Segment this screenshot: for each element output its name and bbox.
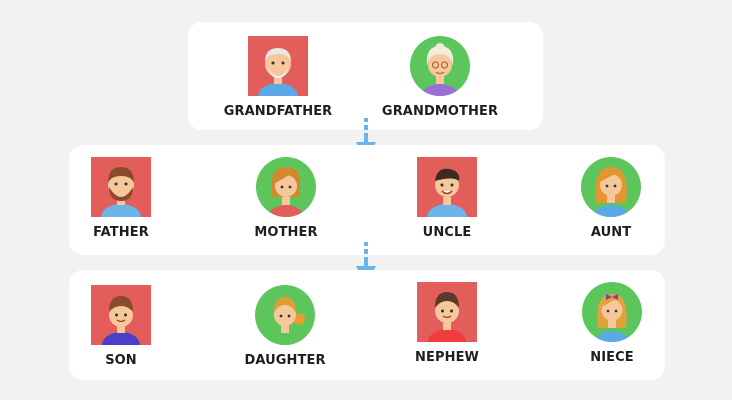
member-grandmother: GRANDMOTHER bbox=[375, 36, 505, 136]
grandfather-avatar-icon bbox=[248, 36, 308, 96]
mother-avatar-icon bbox=[256, 157, 316, 217]
grandparents-panel: GRANDFATHER GRANDMOTHER bbox=[188, 22, 543, 130]
member-son: SON bbox=[56, 285, 186, 385]
member-label: FATHER bbox=[93, 225, 149, 240]
member-label: NIECE bbox=[590, 350, 634, 365]
father-avatar-icon bbox=[91, 157, 151, 217]
member-grandfather: GRANDFATHER bbox=[213, 36, 343, 136]
member-label: GRANDFATHER bbox=[223, 104, 333, 119]
member-mother: MOTHER bbox=[221, 157, 351, 257]
nephew-avatar-icon bbox=[417, 282, 477, 342]
children-panel: SON DAUGHTER NEPHEW NIECE bbox=[69, 270, 665, 380]
niece-avatar-icon bbox=[582, 282, 642, 342]
member-label: MOTHER bbox=[254, 225, 318, 240]
uncle-avatar-icon bbox=[417, 157, 477, 217]
member-niece: NIECE bbox=[547, 282, 677, 382]
member-label: NEPHEW bbox=[415, 350, 479, 365]
member-nephew: NEPHEW bbox=[382, 282, 512, 382]
member-label: GRANDMOTHER bbox=[381, 104, 499, 119]
member-aunt: AUNT bbox=[546, 157, 676, 257]
member-label: AUNT bbox=[590, 225, 632, 240]
member-label: SON bbox=[105, 353, 137, 368]
grandmother-avatar-icon bbox=[410, 36, 470, 96]
parents-panel: FATHER MOTHER UNCLE AUNT bbox=[69, 145, 665, 255]
member-daughter: DAUGHTER bbox=[220, 285, 350, 385]
daughter-avatar-icon bbox=[255, 285, 315, 345]
member-label: DAUGHTER bbox=[244, 353, 326, 368]
son-avatar-icon bbox=[91, 285, 151, 345]
member-uncle: UNCLE bbox=[382, 157, 512, 257]
member-label: UNCLE bbox=[422, 225, 472, 240]
member-father: FATHER bbox=[56, 157, 186, 257]
aunt-avatar-icon bbox=[581, 157, 641, 217]
